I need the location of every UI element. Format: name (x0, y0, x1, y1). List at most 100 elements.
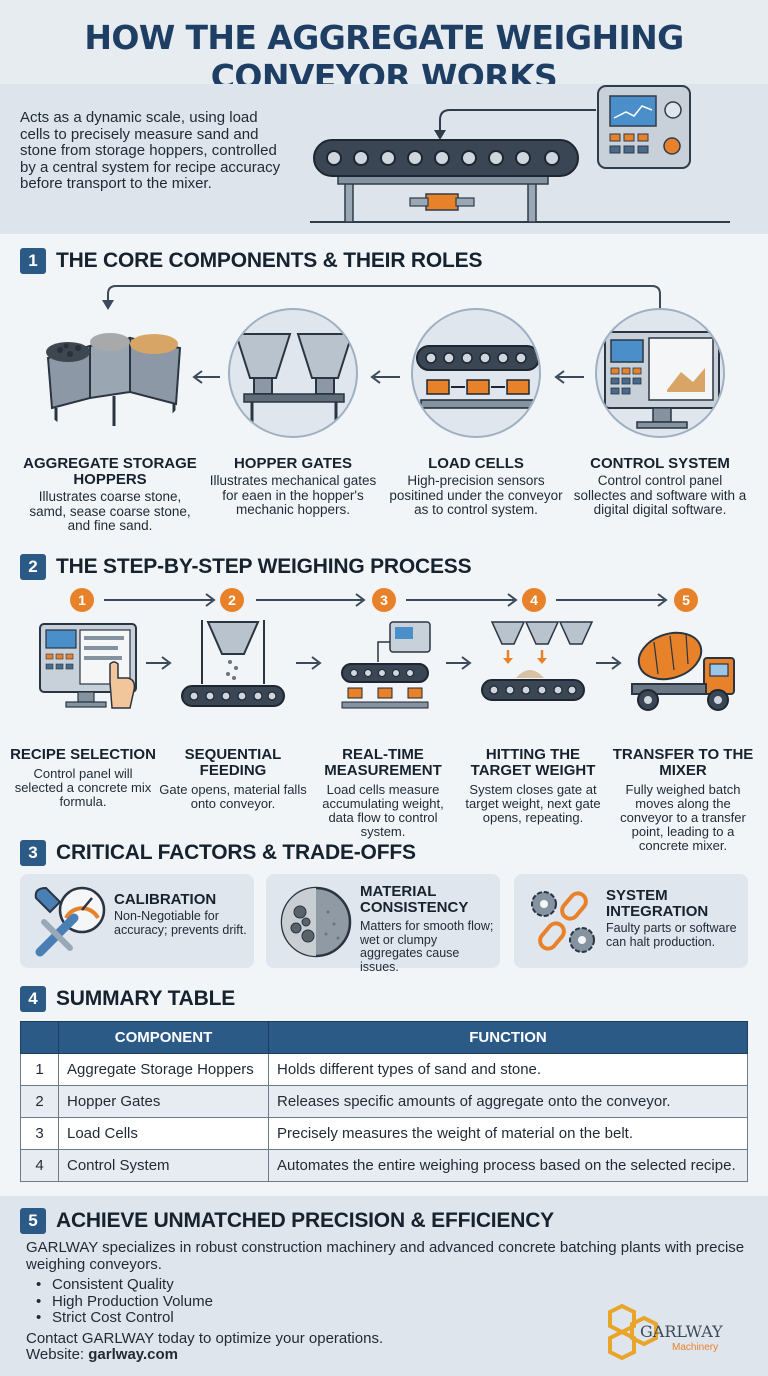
component-title: HOPPER GATES (233, 455, 353, 472)
step-title: REAL-TIME MEASUREMENT (324, 746, 442, 779)
component-title: CONTROL SYSTEM (590, 455, 730, 472)
table-header-index (20, 1021, 59, 1054)
list-item: Strict Cost Control (26, 1309, 746, 1327)
row-component: Hopper Gates (58, 1085, 269, 1118)
section-4-header: 4 SUMMARY TABLE (20, 986, 235, 1012)
list-item: High Production Volume (26, 1293, 746, 1311)
table-row: 3 Load Cells Precisely measures the weig… (20, 1117, 748, 1150)
intro-text: Acts as a dynamic scale, using load cell… (20, 109, 281, 192)
list-item: Consistent Quality (26, 1276, 746, 1294)
section-title: THE STEP-BY-STEP WEIGHING PROCESS (56, 555, 472, 578)
component-card: CONTROL SYSTEM Control control panel sol… (570, 308, 750, 518)
table-header-component: COMPONENT (58, 1021, 269, 1054)
step-desc: System closes gate at target weight, nex… (465, 782, 601, 825)
section-1-header: 1 THE CORE COMPONENTS & THEIR ROLES (20, 248, 482, 274)
table-row: 1 Aggregate Storage Hoppers Holds differ… (20, 1053, 748, 1086)
component-desc: High-precision sensors positined under t… (389, 473, 563, 517)
footer-description: GARLWAY specializes in robust constructi… (26, 1239, 745, 1273)
factor-title: SYSTEM INTEGRATION (606, 887, 709, 920)
section-2-header: 2 THE STEP-BY-STEP WEIGHING PROCESS (20, 554, 472, 580)
factor-card-material: MATERIAL CONSISTENCY Matters for smooth … (266, 874, 500, 973)
factor-card-integration: SYSTEM INTEGRATION Faulty parts or softw… (514, 874, 748, 968)
factor-title: MATERIAL CONSISTENCY (360, 883, 469, 916)
step-title: RECIPE SELECTION (10, 746, 156, 763)
row-number: 3 (20, 1117, 59, 1150)
table-header-function: FUNCTION (268, 1021, 748, 1054)
real-time-measurement-icon (341, 621, 431, 709)
contact-text: Contact GARLWAY today to optimize your o… (26, 1329, 384, 1347)
step-title: TRANSFER TO THE MIXER (612, 746, 754, 779)
component-title: AGGREGATE STORAGE HOPPERS (23, 455, 197, 488)
control-system-icon (595, 308, 725, 438)
row-function: Holds different types of sand and stone. (268, 1053, 748, 1086)
step-desc: Control panel will selected a concrete m… (14, 766, 152, 809)
row-function: Automates the entire weighing process ba… (268, 1149, 748, 1182)
recipe-panel-icon (39, 623, 137, 709)
table-row: 2 Hopper Gates Releases specific amounts… (20, 1085, 748, 1118)
concrete-mixer-truck-icon (631, 631, 735, 711)
table-row: 4 Control System Automates the entire we… (20, 1149, 748, 1182)
footer-panel: 5 ACHIEVE UNMATCHED PRECISION & EFFICIEN… (0, 1196, 768, 1376)
section-title: ACHIEVE UNMATCHED PRECISION & EFFICIENCY (56, 1209, 554, 1232)
logo-subtitle: Machinery (672, 1342, 719, 1353)
process-step: REAL-TIME MEASUREMENT Load cells measure… (308, 620, 458, 839)
factor-desc: Faulty parts or software can halt produc… (606, 921, 737, 949)
row-number: 2 (20, 1085, 59, 1118)
component-card: AGGREGATE STORAGE HOPPERS Illustrates co… (20, 308, 200, 534)
factor-desc: Non-Negotiable for accuracy; prevents dr… (114, 909, 247, 937)
factor-card-calibration: CALIBRATION Non-Negotiable for accuracy;… (20, 874, 254, 968)
section-number: 1 (20, 248, 46, 274)
website-label: Website: (26, 1346, 85, 1363)
component-desc: Control control panel sollectes and soft… (573, 473, 747, 517)
garlway-logo: GARLWAY Machinery (606, 1304, 756, 1362)
process-step: HITTING THE TARGET WEIGHT System closes … (458, 620, 608, 825)
factor-title: CALIBRATION (114, 891, 217, 908)
header: HOW THE AGGREGATE WEIGHING CONVEYOR WORK… (0, 0, 768, 96)
summary-table: COMPONENT FUNCTION 1 Aggregate Storage H… (20, 1021, 748, 1182)
factor-desc: Matters for smooth flow; wet or clumpy a… (360, 919, 494, 974)
section-5-header: 5 ACHIEVE UNMATCHED PRECISION & EFFICIEN… (20, 1208, 554, 1234)
row-component: Control System (58, 1149, 269, 1182)
benefits-list: Consistent Quality High Production Volum… (26, 1276, 746, 1327)
row-number: 4 (20, 1149, 59, 1182)
step-badge: 4 (522, 588, 546, 612)
target-weight-icon (481, 621, 594, 701)
step-badge: 5 (674, 588, 698, 612)
row-function: Precisely measures the weight of materia… (268, 1117, 748, 1150)
section-3-header: 3 CRITICAL FACTORS & TRADE-OFFS (20, 840, 416, 866)
step-title: SEQUENTIAL FEEDING (184, 746, 282, 779)
step-badge: 2 (220, 588, 244, 612)
website-link[interactable]: garlway.com (88, 1346, 179, 1363)
component-title: LOAD CELLS (428, 455, 524, 472)
steps-flow-arrows (104, 593, 668, 670)
component-desc: Illustrates mechanical gates for eaen in… (209, 473, 377, 517)
table-header-row: COMPONENT FUNCTION (20, 1021, 748, 1054)
component-desc: Illustrates coarse stone, samd, sease co… (29, 489, 191, 533)
step-title: HITTING THE TARGET WEIGHT (470, 746, 596, 779)
process-step: TRANSFER TO THE MIXER Fully weighed batc… (608, 620, 758, 853)
logo-wordmark: GARLWAY (640, 1322, 723, 1341)
intro-panel: Acts as a dynamic scale, using load cell… (0, 84, 768, 234)
section-number: 3 (20, 840, 46, 866)
step-desc: Fully weighed batch moves along the conv… (620, 782, 746, 853)
step-badge: 3 (372, 588, 396, 612)
section-number: 4 (20, 986, 46, 1012)
section-number: 2 (20, 554, 46, 580)
row-component: Aggregate Storage Hoppers (58, 1053, 269, 1086)
components-flow-arrows (102, 285, 661, 384)
step-desc: Load cells measure accumulating weight, … (322, 782, 444, 839)
section-title: SUMMARY TABLE (56, 987, 236, 1010)
load-cells-icon (411, 308, 541, 438)
process-step: SEQUENTIAL FEEDING Gate opens, material … (158, 620, 308, 811)
components-row: AGGREGATE STORAGE HOPPERS Illustrates co… (0, 300, 768, 540)
section-title: CRITICAL FACTORS & TRADE-OFFS (56, 841, 416, 864)
process-step: RECIPE SELECTION Control panel will sele… (8, 620, 158, 809)
row-component: Load Cells (58, 1117, 269, 1150)
storage-hoppers-icon (30, 308, 190, 438)
sequential-feeding-icon (181, 620, 285, 707)
material-sphere-icon (280, 886, 352, 958)
section-title: THE CORE COMPONENTS & THEIR ROLES (56, 249, 483, 272)
footer-text-block: GARLWAY specializes in robust constructi… (26, 1239, 746, 1364)
wrench-gauge-icon (34, 886, 106, 957)
gear-chain-icon (531, 891, 595, 953)
